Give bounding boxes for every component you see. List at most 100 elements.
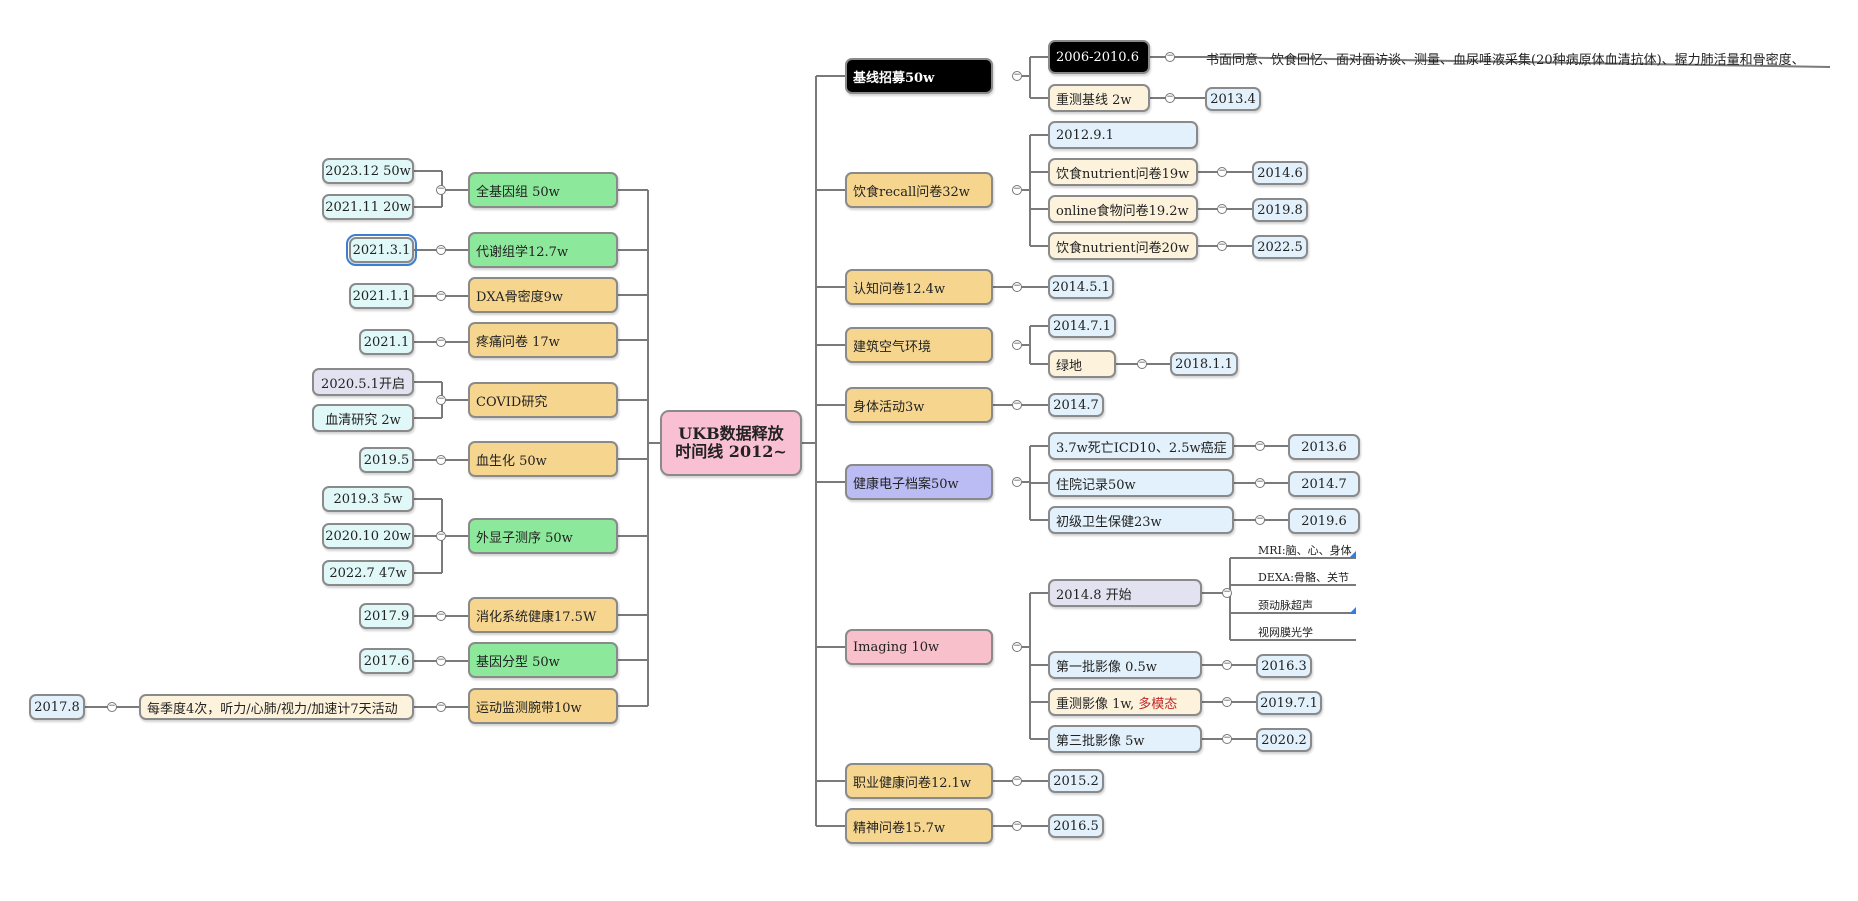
- baseline-period[interactable]: 2006-2010.6: [1048, 40, 1150, 74]
- note-marker-mri[interactable]: [1349, 551, 1356, 558]
- topic-cognitive[interactable]: 认知问卷12.4w: [845, 269, 993, 305]
- metabolomics-date[interactable]: 2021.3.1: [346, 234, 417, 266]
- collapse-toggle-icon[interactable]: −: [1012, 184, 1022, 195]
- collapse-toggle-icon[interactable]: −: [1012, 70, 1022, 81]
- covid-serology[interactable]: 血清研究 2w: [312, 404, 414, 432]
- wristband-date[interactable]: 2017.8: [29, 694, 85, 720]
- topic-physical-activity[interactable]: 身体活动3w: [845, 387, 993, 423]
- collapse-toggle-icon[interactable]: −: [1222, 659, 1232, 670]
- exome-date-2022[interactable]: 2022.7 47w: [322, 560, 414, 586]
- topic-wristband[interactable]: 运动监测腕带10w: [468, 688, 618, 724]
- topic-blood-biochem[interactable]: 血生化 50w: [468, 441, 618, 477]
- exome-date-2020[interactable]: 2020.10 20w: [322, 523, 414, 549]
- air-date[interactable]: 2014.7.1: [1048, 314, 1116, 338]
- diet-first-date[interactable]: 2012.9.1: [1048, 121, 1198, 149]
- collapse-toggle-icon[interactable]: −: [1255, 440, 1265, 451]
- digestive-date[interactable]: 2017.9: [359, 603, 414, 629]
- imaging-batch-first-date[interactable]: 2016.3: [1256, 654, 1312, 678]
- imaging-start[interactable]: 2014.8 开始: [1048, 579, 1202, 607]
- dxa-date[interactable]: 2021.1.1: [349, 283, 414, 309]
- topic-baseline[interactable]: 基线招募50w: [845, 58, 993, 94]
- diet-nutrient-20w-date[interactable]: 2022.5: [1252, 235, 1308, 259]
- imaging-sub-retina[interactable]: 视网膜光学: [1258, 626, 1313, 639]
- topic-digestive[interactable]: 消化系统健康17.5W: [468, 597, 618, 633]
- collapse-toggle-icon[interactable]: −: [436, 530, 446, 541]
- exome-date-2019[interactable]: 2019.3 5w: [322, 486, 414, 512]
- collapse-toggle-icon[interactable]: −: [436, 655, 446, 666]
- ehr-death-cancer[interactable]: 3.7w死亡ICD10、2.5w癌症: [1048, 432, 1234, 460]
- wristband-detail[interactable]: 每季度4次，听力/心肺/视力/加速计7天活动: [139, 694, 414, 720]
- occupational-date[interactable]: 2015.2: [1048, 769, 1104, 793]
- biochem-date[interactable]: 2019.5: [359, 447, 414, 473]
- imaging-sub-mri[interactable]: MRI:脑、心、身体: [1258, 544, 1352, 557]
- activity-date[interactable]: 2014.7: [1048, 393, 1104, 417]
- collapse-toggle-icon[interactable]: −: [107, 701, 117, 712]
- collapse-toggle-icon[interactable]: −: [436, 610, 446, 621]
- collapse-toggle-icon[interactable]: −: [436, 454, 446, 465]
- genome-date-2023[interactable]: 2023.12 50w: [322, 158, 414, 184]
- collapse-toggle-icon[interactable]: −: [1012, 476, 1022, 487]
- imaging-sub-carotid[interactable]: 颈动脉超声: [1258, 599, 1313, 612]
- topic-occupational[interactable]: 职业健康问卷12.1w: [845, 763, 993, 799]
- collapse-toggle-icon[interactable]: −: [436, 394, 446, 405]
- topic-whole-genome[interactable]: 全基因组 50w: [468, 172, 618, 208]
- note-marker-carotid[interactable]: [1349, 607, 1356, 614]
- diet-nutrient-19w[interactable]: 饮食nutrient问卷19w: [1048, 158, 1198, 186]
- collapse-toggle-icon[interactable]: −: [1012, 820, 1022, 831]
- collapse-toggle-icon[interactable]: −: [1012, 399, 1022, 410]
- topic-imaging[interactable]: Imaging 10w: [845, 629, 993, 665]
- baseline-remeasure-date[interactable]: 2013.4: [1205, 87, 1261, 111]
- collapse-toggle-icon[interactable]: −: [1222, 587, 1232, 598]
- topic-air-environment[interactable]: 建筑空气环境: [845, 327, 993, 363]
- collapse-toggle-icon[interactable]: −: [436, 336, 446, 347]
- topic-mental[interactable]: 精神问卷15.7w: [845, 808, 993, 844]
- collapse-toggle-icon[interactable]: −: [1012, 775, 1022, 786]
- ehr-hospital-records[interactable]: 住院记录50w: [1048, 469, 1234, 497]
- collapse-toggle-icon[interactable]: −: [1222, 696, 1232, 707]
- diet-online-food-date[interactable]: 2019.8: [1252, 198, 1308, 222]
- collapse-toggle-icon[interactable]: −: [1217, 203, 1227, 214]
- ehr-primary-care[interactable]: 初级卫生保健23w: [1048, 506, 1234, 534]
- diet-online-food[interactable]: online食物问卷19.2w: [1048, 195, 1198, 223]
- ehr-primary-care-date[interactable]: 2019.6: [1288, 508, 1360, 534]
- collapse-toggle-icon[interactable]: −: [1255, 477, 1265, 488]
- collapse-toggle-icon[interactable]: −: [1012, 339, 1022, 350]
- collapse-toggle-icon[interactable]: −: [436, 290, 446, 301]
- air-green-space[interactable]: 绿地: [1048, 350, 1116, 378]
- collapse-toggle-icon[interactable]: −: [1222, 733, 1232, 744]
- ehr-death-cancer-date[interactable]: 2013.6: [1288, 434, 1360, 460]
- imaging-batch-third[interactable]: 第三批影像 5w: [1048, 725, 1202, 753]
- collapse-toggle-icon[interactable]: −: [1217, 166, 1227, 177]
- baseline-period-detail[interactable]: 书面同意、饮食回忆、面对面访谈、测量、血尿唾液采集(20种病原体血清抗体)、握力…: [1206, 52, 1805, 68]
- imaging-remeasure[interactable]: 重测影像 1w, 多模态: [1048, 688, 1202, 716]
- collapse-toggle-icon[interactable]: −: [436, 244, 446, 255]
- topic-metabolomics[interactable]: 代谢组学12.7w: [468, 232, 618, 268]
- topic-pain[interactable]: 疼痛问卷 17w: [468, 322, 618, 358]
- imaging-sub-dexa[interactable]: DEXA:骨骼、关节: [1258, 571, 1349, 584]
- imaging-batch-first[interactable]: 第一批影像 0.5w: [1048, 651, 1202, 679]
- baseline-remeasure[interactable]: 重测基线 2w: [1048, 84, 1150, 112]
- collapse-toggle-icon[interactable]: −: [1165, 92, 1175, 103]
- imaging-remeasure-date[interactable]: 2019.7.1: [1256, 691, 1322, 715]
- pain-date[interactable]: 2021.1: [359, 329, 414, 355]
- cognitive-date[interactable]: 2014.5.1: [1048, 275, 1114, 299]
- topic-genotyping[interactable]: 基因分型 50w: [468, 642, 618, 678]
- covid-start[interactable]: 2020.5.1开启: [312, 368, 414, 396]
- imaging-batch-third-date[interactable]: 2020.2: [1256, 728, 1312, 752]
- ehr-hospital-records-date[interactable]: 2014.7: [1288, 471, 1360, 497]
- collapse-toggle-icon[interactable]: −: [436, 701, 446, 712]
- topic-covid[interactable]: COVID研究: [468, 382, 618, 418]
- air-green-space-date[interactable]: 2018.1.1: [1170, 352, 1238, 376]
- diet-nutrient-20w[interactable]: 饮食nutrient问卷20w: [1048, 232, 1198, 260]
- genome-date-2021[interactable]: 2021.11 20w: [322, 194, 414, 220]
- collapse-toggle-icon[interactable]: −: [1255, 514, 1265, 525]
- topic-exome[interactable]: 外显子测序 50w: [468, 518, 618, 554]
- collapse-toggle-icon[interactable]: −: [1217, 240, 1227, 251]
- collapse-toggle-icon[interactable]: −: [436, 184, 446, 195]
- root-topic[interactable]: UKB数据释放 时间线 2012~: [660, 410, 802, 476]
- diet-nutrient-19w-date[interactable]: 2014.6: [1252, 161, 1308, 185]
- topic-ehr[interactable]: 健康电子档案50w: [845, 464, 993, 500]
- topic-dxa[interactable]: DXA骨密度9w: [468, 277, 618, 313]
- collapse-toggle-icon[interactable]: −: [1012, 281, 1022, 292]
- topic-diet-recall[interactable]: 饮食recall问卷32w: [845, 172, 993, 208]
